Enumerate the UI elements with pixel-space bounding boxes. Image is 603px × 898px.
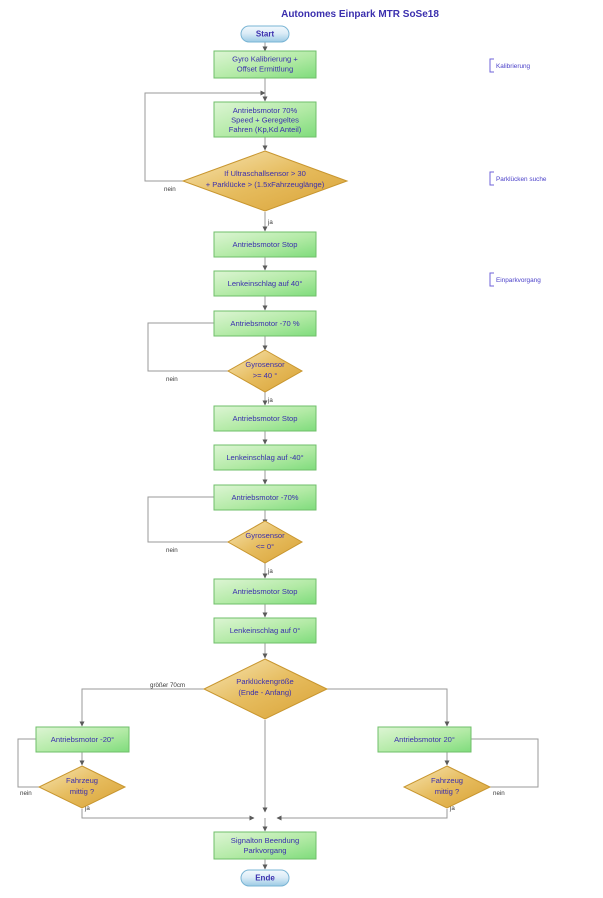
edge-label-centeredright-no: nein [493, 790, 505, 797]
node-gyro-le-0-line1: Gyrosensor [245, 531, 285, 540]
node-gyro-kalibrierung[interactable]: Gyro Kalibrierung + Offset Ermittlung [213, 50, 317, 79]
note-parkluecken-suche: Parklücken suche [489, 171, 547, 186]
note-einparkvorgang: Einparkvorgang [489, 272, 541, 287]
node-stop-1[interactable]: Antriebsmotor Stop [213, 231, 317, 258]
node-signal-end-line2: Parkvorgang [243, 846, 286, 855]
node-drive-70-line1: Antriebsmotor 70% [233, 106, 298, 115]
node-drive-minus-70-pct[interactable]: Antriebsmotor -70 % [213, 310, 317, 337]
node-gyro-ge-40-line1: Gyrosensor [245, 360, 285, 369]
node-drive-plus-20-label: Antriebsmotor 20° [394, 735, 455, 744]
node-centered-right-line2: mittig ? [435, 787, 459, 796]
node-centered-left-line1: Fahrzeug [66, 776, 98, 785]
node-centered-right-line1: Fahrzeug [431, 776, 463, 785]
node-drive-minus-70[interactable]: Antriebsmotor -70% [213, 484, 317, 511]
node-centered-right[interactable]: Fahrzeug mittig ? [402, 765, 492, 809]
node-steer-minus-40[interactable]: Lenkeinschlag auf -40° [213, 444, 317, 471]
node-stop-3[interactable]: Antriebsmotor Stop [213, 578, 317, 605]
edge-label-gapsize-left: größer 70cm [150, 682, 185, 689]
node-centered-left-line2: mittig ? [70, 787, 94, 796]
note-kalibrierung: Kalibrierung [489, 58, 531, 73]
edge-label-checkgap-no: nein [164, 186, 176, 193]
node-gyro-ge-40-line2: >= 40 ° [253, 371, 278, 380]
edge-label-centeredleft-no: nein [20, 790, 32, 797]
edge-centeredleft-yes [81, 809, 255, 821]
edge-label-gyro0-yes: ja [267, 568, 273, 575]
node-gyro-kalibrierung-line1: Gyro Kalibrierung + [232, 55, 298, 64]
edge-label-centeredleft-yes: ja [84, 805, 90, 812]
node-gyro-kalibrierung-line2: Offset Ermittlung [237, 65, 293, 74]
node-drive-minus-70-pct-label: Antriebsmotor -70 % [230, 319, 299, 328]
node-drive-70-line2: Speed + Geregeltes [231, 116, 299, 125]
node-check-parking-gap[interactable]: If Ultraschallsensor > 30 + Parklücke > … [181, 150, 349, 212]
node-drive-plus-20[interactable]: Antriebsmotor 20° [377, 726, 472, 753]
note-parkluecken-suche-label: Parklücken suche [496, 176, 547, 183]
node-gap-size-line2: (Ende - Anfang) [238, 688, 292, 697]
node-centered-left[interactable]: Fahrzeug mittig ? [37, 765, 127, 809]
node-stop-3-label: Antriebsmotor Stop [233, 587, 298, 596]
edge-checkgap-no-loop [144, 90, 266, 182]
node-gap-size-line1: Parklückengröße [236, 677, 293, 686]
node-gap-size[interactable]: Parklückengröße (Ende - Anfang) [202, 658, 329, 720]
node-drive-minus-20-label: Antriebsmotor -20° [51, 735, 114, 744]
note-kalibrierung-label: Kalibrierung [496, 63, 531, 70]
note-einparkvorgang-label: Einparkvorgang [496, 277, 541, 284]
page-title: Autonomes Einpark MTR SoSe18 [281, 9, 439, 20]
edge-centeredright-no-loop [460, 736, 539, 788]
edge-label-gyro0-no: nein [166, 547, 178, 554]
edge-gyro0-no-loop [147, 494, 266, 543]
node-gyro-ge-40[interactable]: Gyrosensor >= 40 ° [226, 349, 304, 393]
edge-centeredright-yes [276, 809, 448, 821]
node-drive-70[interactable]: Antriebsmotor 70% Speed + Geregeltes Fah… [213, 101, 317, 138]
node-ende-label: Ende [255, 874, 275, 883]
node-start-label: Start [256, 30, 275, 39]
edge-gapsize-right [327, 688, 450, 727]
node-steer-0[interactable]: Lenkeinschlag auf 0° [213, 617, 317, 644]
edge-gyro40-no-loop [147, 320, 266, 372]
node-stop-2[interactable]: Antriebsmotor Stop [213, 405, 317, 432]
edge-label-centeredright-yes: ja [449, 805, 455, 812]
node-drive-minus-20[interactable]: Antriebsmotor -20° [35, 726, 130, 753]
node-check-parking-gap-line1: If Ultraschallsensor > 30 [224, 169, 306, 178]
node-stop-2-label: Antriebsmotor Stop [233, 414, 298, 423]
node-stop-1-label: Antriebsmotor Stop [233, 240, 298, 249]
edge-label-checkgap-yes: ja [267, 219, 273, 226]
node-signal-end[interactable]: Signalton Beendung Parkvorgang [213, 831, 317, 860]
node-drive-minus-70-label: Antriebsmotor -70% [231, 493, 298, 502]
node-check-parking-gap-line2: + Parklücke > (1.5xFahrzeuglänge) [206, 180, 325, 189]
node-signal-end-line1: Signalton Beendung [231, 836, 299, 845]
node-gyro-le-0[interactable]: Gyrosensor <= 0° [226, 520, 304, 564]
node-gyro-le-0-line2: <= 0° [256, 542, 274, 551]
node-start[interactable]: Start [240, 25, 290, 43]
edge-gapsize-left [79, 688, 204, 727]
node-steer-minus-40-label: Lenkeinschlag auf -40° [226, 453, 303, 462]
edge-label-gyro40-no: nein [166, 376, 178, 383]
node-ende[interactable]: Ende [240, 869, 290, 887]
node-drive-70-line3: Fahren (Kp,Kd Anteil) [229, 125, 302, 134]
node-steer-40-label: Lenkeinschlag auf 40° [228, 279, 303, 288]
node-steer-0-label: Lenkeinschlag auf 0° [230, 626, 301, 635]
node-steer-40[interactable]: Lenkeinschlag auf 40° [213, 270, 317, 297]
edge-label-gyro40-yes: ja [267, 397, 273, 404]
